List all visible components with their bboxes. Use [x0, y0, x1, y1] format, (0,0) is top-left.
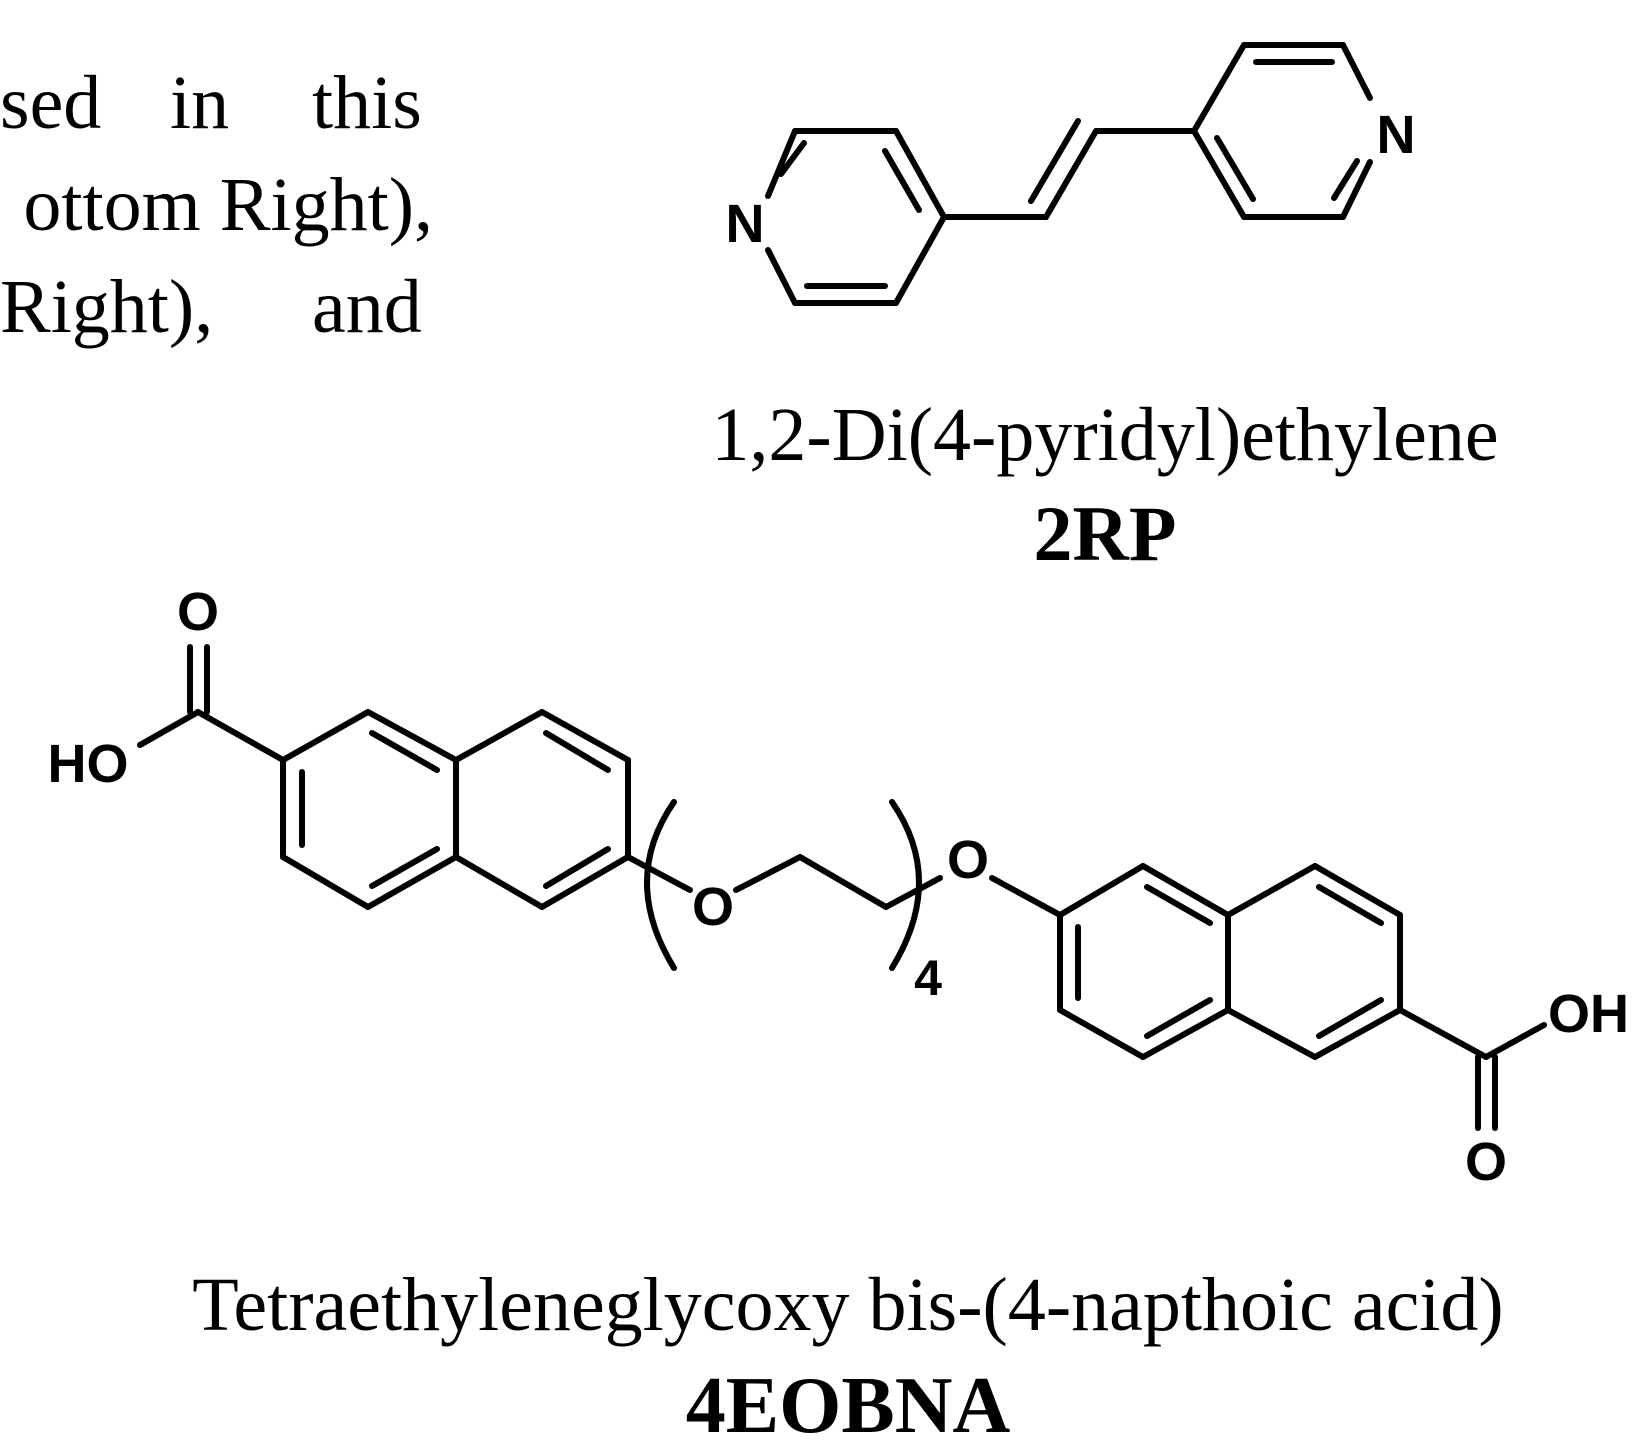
nitrogen-atom-right: N	[1377, 105, 1416, 165]
oxygen-atom-top-carbonyl: O	[177, 582, 219, 642]
bond	[1225, 863, 1318, 918]
structure-2rp: N N	[726, 42, 1416, 306]
text-word-this: this	[312, 61, 422, 145]
bond	[989, 875, 1063, 918]
left-carboxyl-group	[137, 644, 286, 763]
double-bond-inner	[369, 730, 440, 773]
text-fragment: sed in this ottom Right), Right), and	[0, 61, 433, 349]
bond	[365, 854, 459, 910]
double-bond-inner	[369, 846, 440, 889]
bond	[1483, 1022, 1547, 1060]
repeat-unit-left-bracket	[644, 799, 677, 971]
repeat-count-subscript: 4	[914, 950, 942, 1006]
bond	[365, 709, 459, 763]
compound-code-4eobna: 4EOBNA	[686, 1362, 1011, 1445]
bond	[625, 854, 693, 893]
bond	[1397, 1007, 1489, 1060]
double-bond-inner	[1144, 997, 1213, 1039]
double-bond-inner	[1316, 884, 1384, 926]
bond	[280, 709, 371, 763]
bond	[893, 128, 947, 220]
glycol-chain	[625, 799, 1063, 971]
oxygen-atom-ether-right: O	[947, 830, 989, 890]
bond	[1225, 1007, 1318, 1060]
bond	[893, 214, 947, 306]
double-bond-inner	[1144, 884, 1213, 926]
bond	[280, 854, 371, 910]
double-bond-inner	[1214, 135, 1256, 202]
left-pyridine-ring	[765, 128, 947, 306]
bond	[1191, 128, 1247, 220]
bond	[1312, 1007, 1403, 1060]
bond	[539, 854, 631, 910]
double-bond-inner	[1316, 997, 1384, 1039]
text-word-in: in	[170, 61, 229, 145]
bond	[883, 875, 943, 910]
bond	[733, 854, 803, 893]
hydroxyl-label-right: OH	[1548, 984, 1629, 1044]
text-word-right: Right),	[0, 265, 213, 349]
text-line-2: ottom Right),	[23, 163, 433, 247]
bond	[1340, 42, 1373, 101]
double-bond-inner	[1331, 158, 1360, 201]
double-bond-inner	[543, 846, 611, 889]
double-bond-inner	[543, 730, 611, 773]
repeat-unit-right-bracket	[889, 799, 922, 971]
bond	[797, 854, 889, 910]
bond	[1140, 863, 1231, 918]
double-bond-inner	[882, 148, 922, 213]
oxygen-atom-ether-left: O	[692, 877, 734, 937]
bond	[765, 128, 798, 199]
bond	[1057, 1007, 1146, 1060]
bond	[765, 247, 798, 306]
hydroxyl-label-left: HO	[48, 734, 129, 794]
bond	[137, 709, 201, 748]
bond	[1140, 1007, 1231, 1060]
bond	[1191, 42, 1247, 134]
nitrogen-atom-left: N	[726, 194, 765, 254]
bond	[453, 854, 545, 910]
double-bond-inner	[778, 140, 807, 177]
bond	[1043, 128, 1099, 220]
right-carboxyl-group	[1397, 1007, 1547, 1131]
double-bond-inner	[1028, 118, 1081, 204]
bond	[539, 709, 631, 763]
oxygen-atom-bottom-carbonyl: O	[1465, 1132, 1507, 1192]
left-naphthalene	[280, 709, 631, 910]
right-naphthalene	[1057, 863, 1403, 1060]
text-word-sed: sed	[0, 61, 101, 145]
bond	[453, 709, 545, 763]
bond	[1340, 159, 1373, 220]
compound-name-2rp: 1,2-Di(4-pyridyl)ethylene	[711, 393, 1498, 477]
vinylene-bridge	[941, 118, 1197, 220]
bond	[195, 709, 286, 763]
bond	[1057, 863, 1146, 918]
text-word-and: and	[312, 265, 422, 349]
compound-name-4eobna: Tetraethyleneglycoxy bis-(4-napthoic aci…	[192, 1263, 1503, 1347]
structure-4eobna: O HO O O 4 OH O	[48, 582, 1630, 1192]
right-pyridine-ring	[1191, 42, 1373, 220]
bond	[1312, 863, 1403, 918]
compound-code-2rp: 2RP	[1034, 490, 1177, 577]
